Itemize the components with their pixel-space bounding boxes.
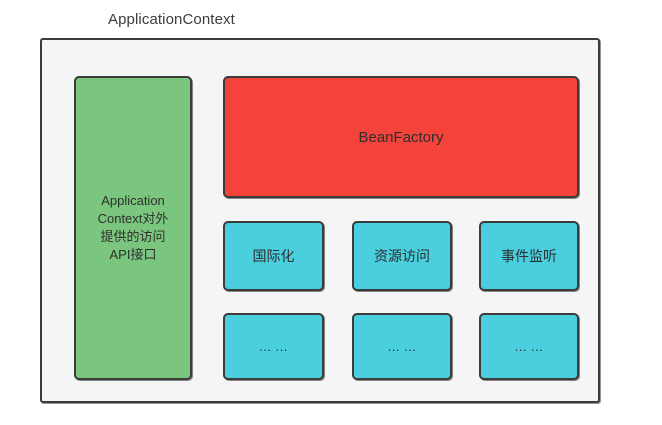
- node-more-1: ... ...: [223, 313, 324, 380]
- node-event-listening: 事件监听: [479, 221, 579, 291]
- node-label: ... ...: [387, 339, 417, 354]
- node-label: 国际化: [252, 248, 295, 264]
- node-more-2: ... ...: [352, 313, 452, 380]
- node-label: Application Context对外 提供的访问 API接口: [97, 193, 169, 262]
- node-label: 事件监听: [501, 248, 557, 264]
- application-context-container: Application Context对外 提供的访问 API接口 BeanFa…: [40, 38, 600, 403]
- node-label: BeanFactory: [358, 128, 444, 146]
- node-resource-access: 资源访问: [352, 221, 452, 291]
- node-label: 资源访问: [374, 248, 430, 264]
- node-application-context-api: Application Context对外 提供的访问 API接口: [74, 76, 192, 380]
- page-title: ApplicationContext: [108, 11, 235, 28]
- node-label: ... ...: [259, 339, 288, 354]
- node-internationalization: 国际化: [223, 221, 324, 291]
- node-more-3: ... ...: [479, 313, 579, 380]
- node-label: ... ...: [514, 339, 544, 354]
- node-bean-factory: BeanFactory: [223, 76, 579, 198]
